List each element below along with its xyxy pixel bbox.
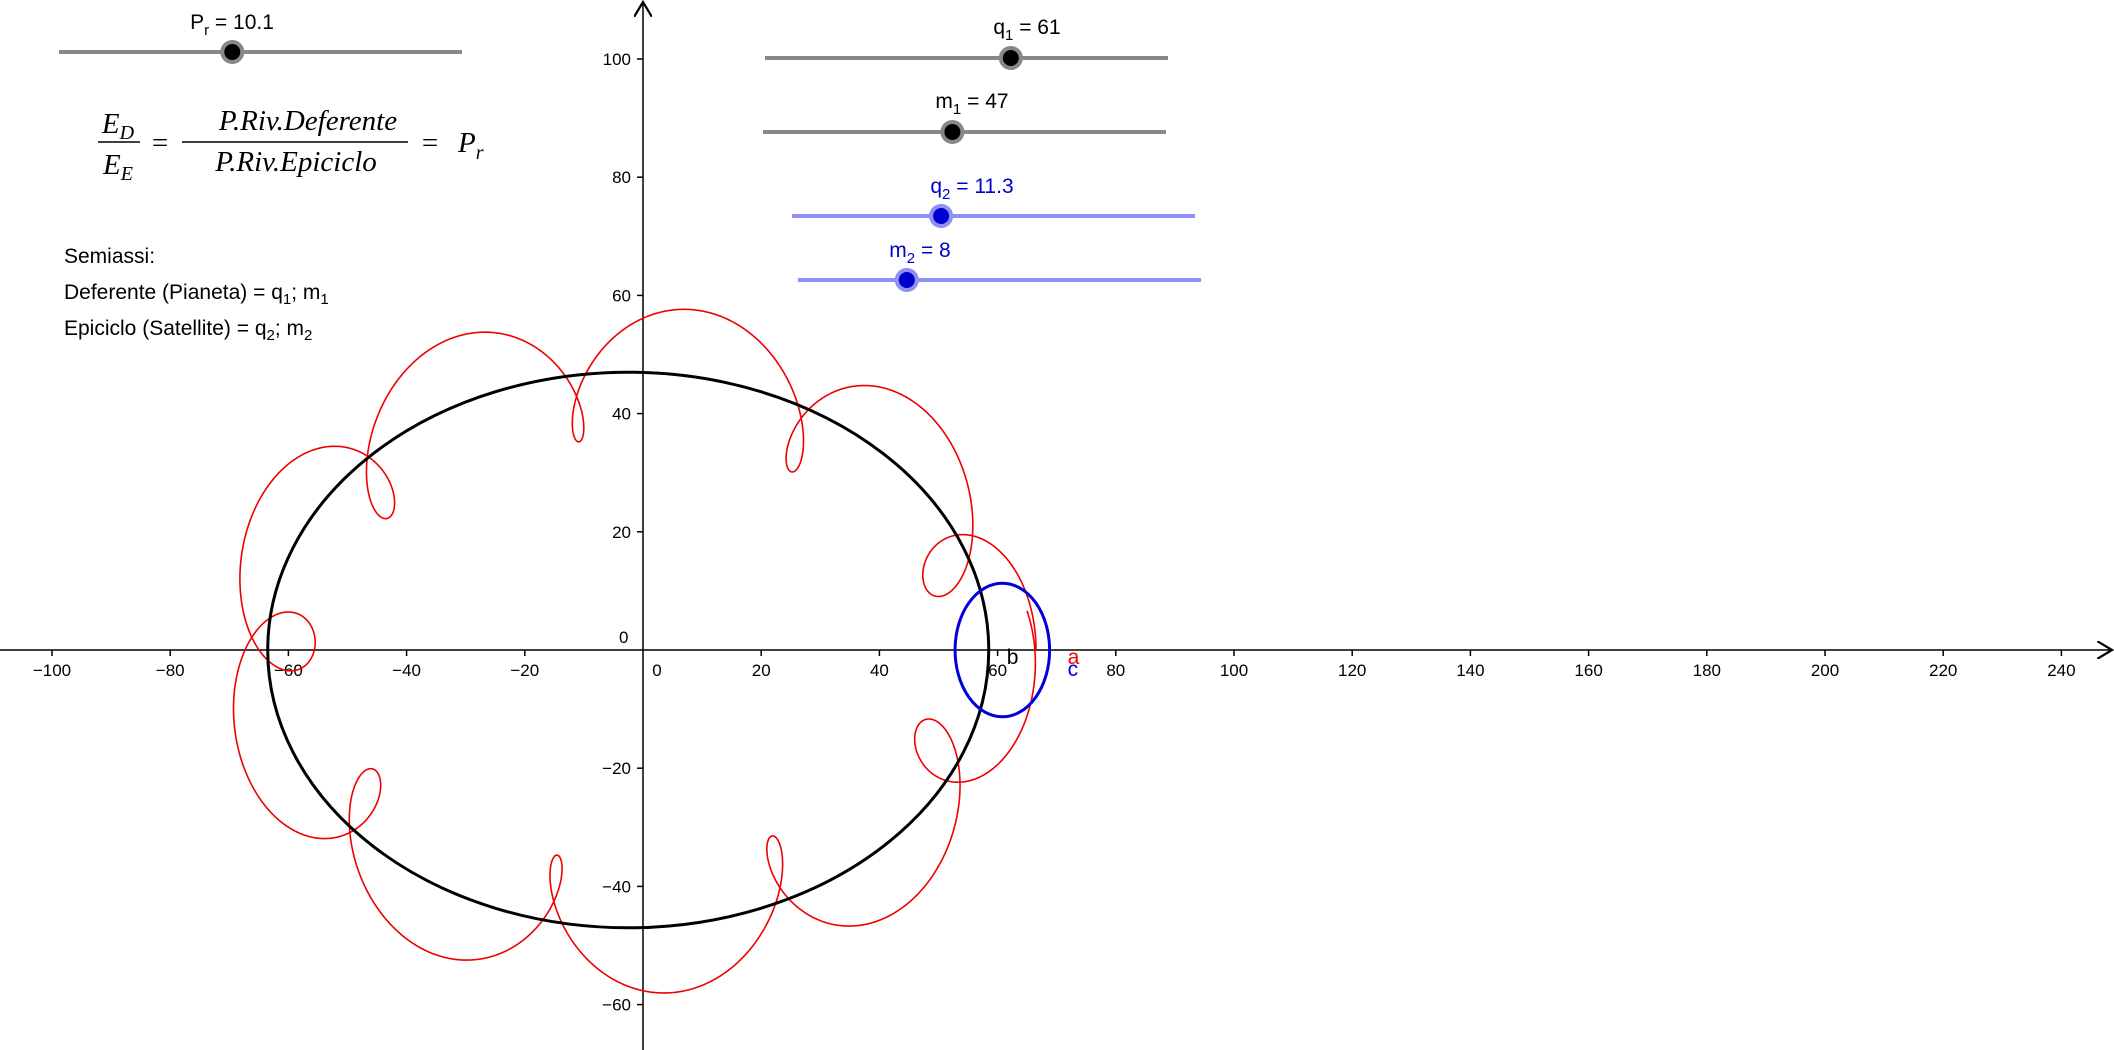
point-label-a: a (1068, 646, 1080, 669)
slider-m1[interactable]: m1 = 47 (763, 90, 1166, 144)
slider-m2-label: m2 = 8 (889, 239, 950, 267)
slider-m1-knob[interactable] (940, 120, 965, 144)
slider-q2-label: q2 = 11.3 (930, 175, 1013, 203)
svg-text:=: = (422, 127, 438, 159)
slider-q2-knob[interactable] (929, 204, 954, 228)
x-tick-label: −20 (510, 661, 539, 680)
epicycle-trajectory-curve[interactable] (232, 308, 1037, 994)
y-tick-label: 20 (612, 523, 631, 542)
y-tick-label: 80 (612, 168, 631, 187)
slider-q1-label: q1 = 61 (993, 16, 1060, 44)
x-tick-label: 200 (1811, 661, 1839, 680)
x-tick-label: 0 (652, 661, 661, 680)
svg-text:=: = (152, 127, 168, 159)
slider-pr[interactable]: Pr = 10.1 (59, 11, 462, 64)
svg-text:ED: ED (101, 108, 135, 144)
epiciclo-note: Epiciclo (Satellite) = q2; m2 (64, 317, 313, 345)
svg-text:Pr: Pr (457, 127, 484, 164)
slider-m2[interactable]: m2 = 8 (798, 239, 1201, 292)
ratio-formula: ED EE = P.Riv.Deferente P.Riv.Epiciclo =… (98, 105, 484, 185)
y-tick-label: −40 (602, 877, 631, 896)
semiassi-heading: Semiassi: (64, 245, 156, 268)
y-tick-label: −20 (602, 759, 631, 778)
x-tick-label: 160 (1574, 661, 1602, 680)
y-tick-label: 100 (603, 50, 631, 69)
slider-q1-knob[interactable] (998, 46, 1023, 70)
y-tick-label: 40 (612, 405, 631, 424)
y-tick-label: 60 (612, 286, 631, 305)
point-label-c: c (1068, 658, 1079, 681)
x-tick-label: 40 (870, 661, 889, 680)
axis-ticks: −100 −80 −60 −40 −20 0 20 40 60 80 100 120 140 160 180… (33, 50, 2076, 1015)
deferente-note: Deferente (Pianeta) = q1; m1 (64, 281, 329, 309)
x-tick-label: 120 (1338, 661, 1366, 680)
slider-q2[interactable]: q2 = 11.3 (792, 175, 1195, 228)
epicycle-ellipse[interactable] (953, 581, 1052, 719)
point-label-b: b (1007, 646, 1019, 669)
x-tick-label: 240 (2047, 661, 2075, 680)
x-tick-label: 140 (1456, 661, 1484, 680)
y-tick-label: −60 (602, 996, 631, 1015)
x-tick-label: 20 (752, 661, 771, 680)
x-tick-label: 220 (1929, 661, 1957, 680)
x-tick-label: −80 (156, 661, 185, 680)
x-tick-label: 180 (1693, 661, 1721, 680)
svg-text:EE: EE (102, 149, 133, 185)
slider-pr-knob[interactable] (220, 40, 245, 64)
x-tick-label: 80 (1106, 661, 1125, 680)
slider-q1[interactable]: q1 = 61 (765, 16, 1168, 70)
slider-pr-label: Pr = 10.1 (190, 11, 274, 39)
x-tick-label: 100 (1220, 661, 1248, 680)
slider-m2-knob[interactable] (894, 268, 919, 292)
slider-m1-label: m1 = 47 (935, 90, 1008, 118)
svg-text:P.Riv.Epiciclo: P.Riv.Epiciclo (214, 146, 377, 178)
x-tick-label: 60 (988, 661, 1007, 680)
svg-text:P.Riv.Deferente: P.Riv.Deferente (218, 105, 397, 137)
x-tick-label: −40 (392, 661, 421, 680)
origin-label: 0 (619, 628, 628, 647)
x-tick-label: −100 (33, 661, 71, 680)
deferent-ellipse[interactable] (266, 370, 991, 930)
